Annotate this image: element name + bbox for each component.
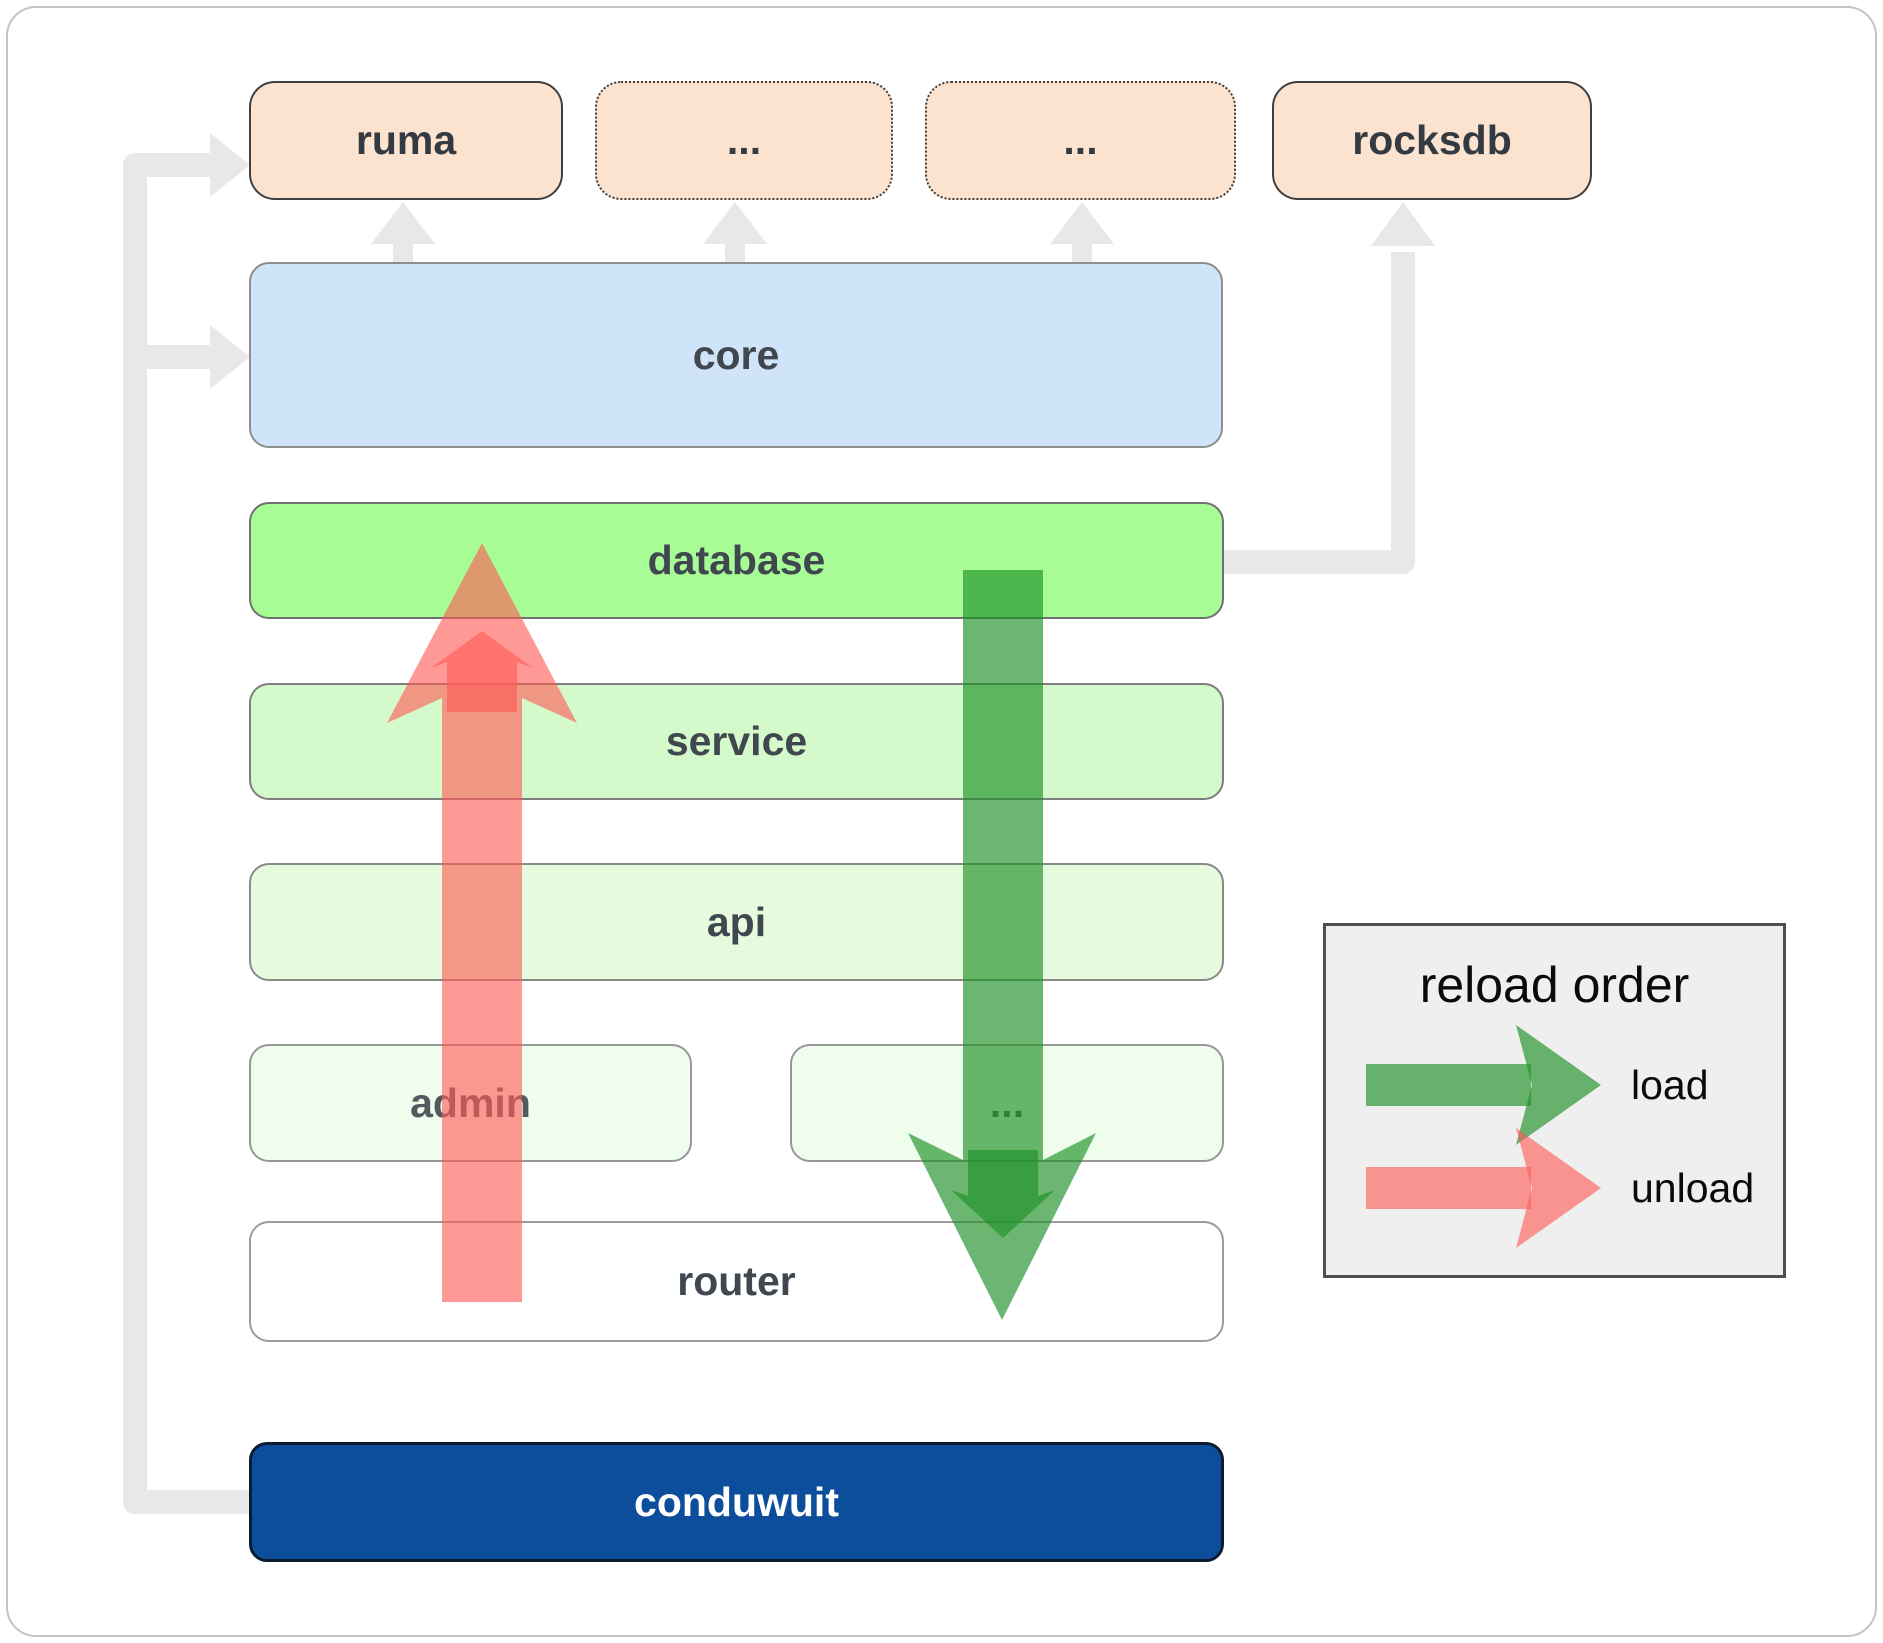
- box-database-label: database: [647, 537, 826, 583]
- legend-load-arrow-shaft: [1366, 1064, 1531, 1106]
- box-ruma-label: ruma: [355, 117, 457, 163]
- legend-unload-arrow-icon: [1366, 1128, 1601, 1248]
- box-ellipsis-top-1: ...: [595, 81, 893, 200]
- box-conduwuit: conduwuit: [249, 1442, 1224, 1562]
- legend-unload-label: unload: [1631, 1164, 1755, 1211]
- arrowhead-core-to-ellipsis2: [1050, 202, 1114, 244]
- box-admin: admin: [249, 1044, 692, 1162]
- box-ellipsis-top-2: ...: [925, 81, 1236, 200]
- box-rocksdb-label: rocksdb: [1352, 117, 1512, 163]
- box-api: api: [249, 863, 1224, 981]
- arrowhead-core-to-ruma: [371, 202, 435, 244]
- stem-core-to-ellipsis1: [725, 240, 745, 264]
- box-conduwuit-label: conduwuit: [634, 1478, 839, 1525]
- arrowhead-into-rocksdb: [1371, 202, 1435, 246]
- arrowhead-into-core: [210, 325, 250, 389]
- box-ellipsis-top-2-label: ...: [1063, 117, 1098, 163]
- stem-core-to-ruma: [393, 240, 413, 264]
- box-router-label: router: [677, 1258, 796, 1304]
- legend-reload-order: reload order load unload: [1323, 923, 1786, 1278]
- box-core-label: core: [692, 331, 780, 378]
- legend-load-label: load: [1631, 1061, 1709, 1108]
- figure-border: [6, 6, 1877, 1637]
- box-ellipsis-top-1-label: ...: [726, 117, 762, 163]
- box-api-label: api: [706, 898, 767, 945]
- box-core: core: [249, 262, 1223, 448]
- box-ellipsis-admin-label: ...: [989, 1079, 1025, 1126]
- connector-conduwuit-to-ruma-line: [123, 153, 250, 1514]
- box-service: service: [249, 683, 1224, 800]
- box-router: router: [249, 1221, 1224, 1342]
- box-rocksdb: rocksdb: [1272, 81, 1592, 200]
- box-ellipsis-admin: ...: [790, 1044, 1224, 1162]
- arrowhead-into-ruma: [210, 133, 250, 197]
- box-service-label: service: [665, 718, 808, 764]
- connector-database-to-rocksdb-line: [1224, 252, 1415, 574]
- legend-unload-arrow-head: [1516, 1128, 1601, 1248]
- legend-title: reload order: [1419, 957, 1690, 1013]
- arrowhead-core-to-ellipsis1: [703, 202, 767, 244]
- legend-unload-arrow-shaft: [1366, 1167, 1531, 1209]
- stem-core-to-ellipsis2: [1072, 240, 1092, 264]
- legend-load-arrow-icon: [1366, 1025, 1601, 1145]
- box-database: database: [249, 502, 1224, 619]
- box-admin-label: admin: [410, 1079, 531, 1126]
- box-ruma: ruma: [249, 81, 563, 200]
- legend-load-arrow-head: [1516, 1025, 1601, 1145]
